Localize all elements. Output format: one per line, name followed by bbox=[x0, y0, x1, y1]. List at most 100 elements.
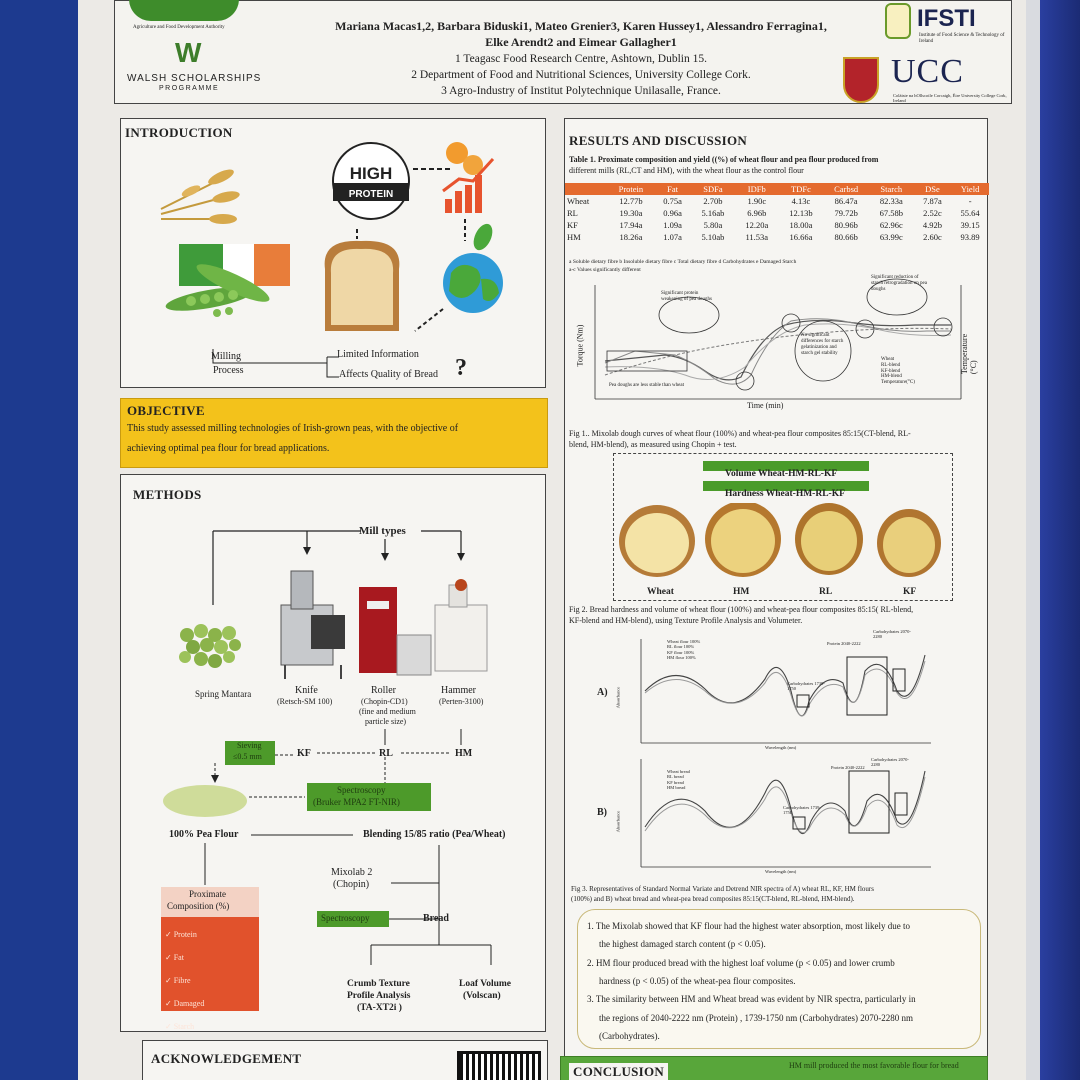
table-cell: 6.96b bbox=[747, 208, 767, 218]
finding-line: the regions of 2040-2222 nm (Protein) , … bbox=[599, 1012, 913, 1023]
affiliation-2: 2 Department of Food and Nutritional Sci… bbox=[411, 69, 751, 81]
board-frame-right bbox=[1040, 0, 1080, 1080]
knife-model-label: (Retsch-SM 100) bbox=[277, 697, 333, 706]
bread-loaf-wheat bbox=[619, 505, 695, 577]
table-cell: 5.16ab bbox=[701, 208, 725, 218]
results-panel: RESULTS AND DISCUSSION Table 1. Proximat… bbox=[564, 118, 989, 1058]
roller-mill-icon bbox=[359, 587, 432, 676]
mixolab-legend: Wheat RL-blend KF-blend HM-blend Tempera… bbox=[881, 357, 915, 386]
mixolab-x-label: Time (min) bbox=[747, 401, 784, 410]
affiliation-3: 3 Agro-Industry of Institut Polytechniqu… bbox=[441, 85, 721, 97]
table-cell: 2.70b bbox=[703, 196, 723, 206]
legend-item: HM bread bbox=[667, 785, 686, 791]
table-cell: 5.80a bbox=[703, 220, 723, 230]
table-header-cell: TDFc bbox=[778, 183, 824, 195]
volume-arrow bbox=[703, 461, 869, 471]
table-cell: 4.92b bbox=[922, 220, 942, 230]
finding-line: the highest damaged starch content (p < … bbox=[599, 939, 766, 950]
authors-line1: Mariana Macas1,2, Barbara Biduski1, Mate… bbox=[335, 19, 827, 33]
methods-title: METHODS bbox=[133, 487, 202, 502]
note-protein-weakening: Significant protein weakening of pea dou… bbox=[661, 291, 712, 302]
table-cell: 7.87a bbox=[923, 196, 942, 206]
ifsti-logo: IFSTI bbox=[917, 5, 976, 32]
bread-slice-icon bbox=[324, 240, 400, 331]
table-header-cell: Protein bbox=[607, 183, 655, 195]
table-header-cell: DSe bbox=[913, 183, 952, 195]
fig1-caption-1: Fig 1.. Mixolab dough curves of wheat fl… bbox=[569, 429, 911, 438]
table-cell: KF bbox=[567, 220, 578, 230]
proximate-title: Proximate bbox=[189, 889, 226, 899]
table-cell: 63.99c bbox=[879, 232, 903, 242]
legend-item: HM flour 100% bbox=[667, 655, 696, 661]
walsh-title: WALSH SCHOLARSHIPS bbox=[127, 73, 262, 84]
table-note-2: a-c Values significantly different bbox=[569, 267, 641, 273]
spectroscopy-box-title: Spectroscopy bbox=[337, 785, 386, 795]
high-protein-badge bbox=[332, 142, 410, 220]
bread-label: Bread bbox=[423, 913, 449, 924]
legend-item: Wheat bbox=[881, 357, 895, 362]
table-cell: 1.90c bbox=[747, 196, 767, 206]
authors-line2: Elke Arendt2 and Eimear Gallagher1 bbox=[485, 35, 677, 49]
bread-label-rl: RL bbox=[819, 587, 833, 597]
milling-label: Milling bbox=[211, 351, 242, 362]
kf-blend-curve bbox=[604, 323, 952, 380]
spring-mantara-label: Spring Mantara bbox=[195, 689, 252, 699]
legend-item: KF-blend bbox=[881, 368, 901, 374]
table-header-cell: SDFa bbox=[691, 183, 735, 195]
rl-label: RL bbox=[379, 748, 393, 759]
note-starch-retrogradation: Significant reduction of starch retrogra… bbox=[871, 275, 927, 292]
conclusion-title: CONCLUSION bbox=[569, 1063, 669, 1080]
table-cell: - bbox=[968, 196, 972, 206]
loaf-volume-label: Loaf Volume bbox=[459, 979, 511, 989]
proximate-item: ✓ Damaged bbox=[165, 999, 205, 1008]
protein-band-label-b: Protein 2040-2222 bbox=[831, 765, 865, 770]
agri-text: Agriculture and Food Development Authori… bbox=[133, 25, 225, 30]
legend-item: KF bread bbox=[667, 779, 684, 785]
carb-band-label-b: Carbohydrates 1739-1750 bbox=[783, 805, 821, 815]
bread-loaves bbox=[619, 503, 941, 577]
table-cell: 1.09a bbox=[663, 220, 682, 230]
fig3-caption-2: (100%) and B) wheat bread and wheat-pea … bbox=[571, 895, 855, 903]
proximate-item: ✓ Fat bbox=[165, 953, 184, 962]
table-cell: 79.72b bbox=[834, 208, 858, 218]
ucc-logo: UCC bbox=[891, 53, 964, 90]
protein-band-label-a: Protein 2040-2222 bbox=[827, 641, 861, 646]
conclusion-text: HM mill produced the most favorable flou… bbox=[789, 1061, 959, 1070]
proximate-item: ✓ Starch bbox=[165, 1022, 195, 1031]
proximate-title-units: Composition (%) bbox=[167, 901, 230, 911]
process-label: Process bbox=[213, 365, 244, 376]
spectroscopy-box-model: (Bruker MPA2 FT-NIR) bbox=[313, 797, 400, 807]
nir-y-label-a: Absorbance bbox=[615, 686, 621, 709]
bread-label-wheat: Wheat bbox=[647, 587, 674, 597]
walsh-logo-icon: W bbox=[175, 37, 202, 68]
finding-line: hardness (p < 0.05) of the wheat-pea flo… bbox=[599, 976, 796, 987]
legend-item: Wheat bread bbox=[667, 769, 690, 774]
legend-item: RL bread bbox=[667, 774, 684, 780]
table-cell: 1.07a bbox=[663, 232, 682, 242]
table-cell: 18.00a bbox=[789, 220, 813, 230]
qr-code-icon bbox=[457, 1051, 541, 1080]
carb-band-label-a: Carbohydrates 1739-1750 bbox=[787, 681, 825, 691]
roller-label: Roller bbox=[371, 685, 396, 696]
panel-b-label: B) bbox=[597, 807, 607, 818]
roller-model-label: (Chopin-CD1) bbox=[361, 697, 408, 706]
table-cell: Wheat bbox=[567, 196, 590, 206]
table-cell: 2.60c bbox=[923, 232, 942, 242]
methods-flowchart bbox=[161, 530, 492, 1011]
nir-legend-a: Wheat flour 100% RL flour 100% KF flour … bbox=[667, 639, 700, 661]
affects-quality-label: Affects Quality of Bread bbox=[339, 369, 438, 380]
note-gelatinization: No significant differences for starch ge… bbox=[801, 333, 844, 356]
table-cell: RL bbox=[567, 208, 578, 218]
fig2-caption-2: KF-blend and HM-blend), using Texture Pr… bbox=[569, 616, 803, 625]
note-less-stable: Pea doughs are less stable than wheat bbox=[609, 383, 684, 388]
nir-x-label-a: Wavelength (nm) bbox=[765, 745, 797, 750]
table-cell: 86.47a bbox=[834, 196, 858, 206]
profile-analysis-label: Profile Analysis bbox=[347, 991, 411, 1001]
mill-types-label: Mill types bbox=[359, 525, 406, 537]
roller-particle-label-1: (fine and medium bbox=[359, 707, 416, 716]
legend-item: HM-blend bbox=[881, 374, 902, 380]
table-cell: 93.89 bbox=[960, 232, 980, 242]
